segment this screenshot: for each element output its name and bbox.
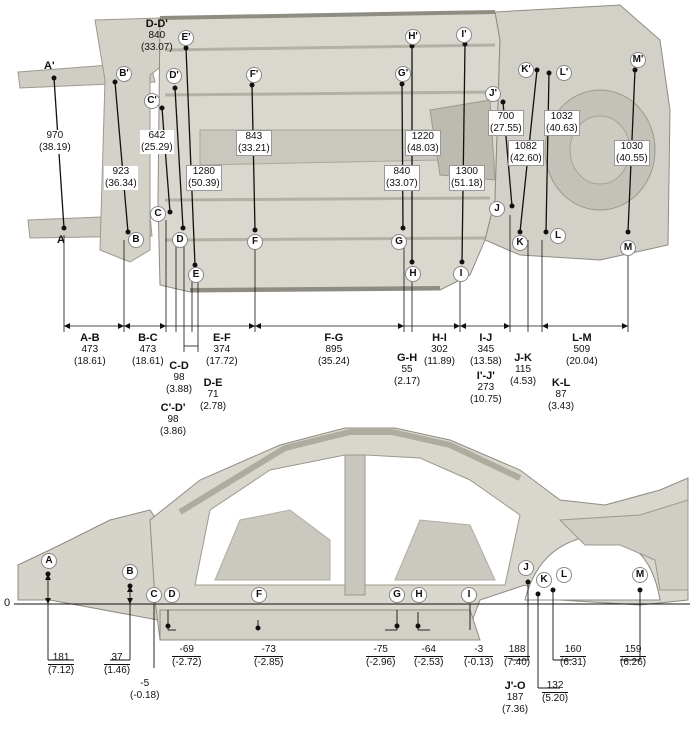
diag-bb-value: 923(36.34): [104, 166, 138, 190]
point-d: D: [172, 232, 188, 248]
point-k: K: [512, 235, 528, 251]
point-e: E: [188, 267, 204, 283]
diag-ll-value: 1032(40.63): [544, 110, 580, 136]
diag-gg-value: 840(33.07): [384, 165, 420, 191]
side-point-j: J: [518, 560, 534, 576]
seg-cp-dp: C'-D'98(3.86): [160, 402, 187, 437]
dimension-arrows: [64, 323, 628, 329]
diag-hh-value: 1220(48.03): [405, 130, 441, 156]
zero-label: 0: [4, 597, 11, 609]
point-f-prime: F': [246, 67, 262, 83]
side-point-m: M: [632, 567, 648, 583]
point-m: M: [620, 240, 636, 256]
point-j-prime: J': [485, 86, 501, 102]
height-a: 181(7.12): [48, 652, 75, 676]
side-point-i: I: [461, 587, 477, 603]
body-side-view: [17, 427, 689, 641]
diag-aa-value: 970(38.19): [38, 130, 72, 154]
diag-kk-value: 1082(42.60): [508, 140, 544, 166]
height-b: 37(1.46): [104, 652, 131, 676]
point-b: B: [128, 232, 144, 248]
point-l: L: [550, 228, 566, 244]
drop-lines: [63, 215, 629, 352]
side-point-k: K: [536, 572, 552, 588]
height-j: 188(7.40): [504, 644, 531, 668]
point-g-prime: G': [395, 66, 411, 82]
side-point-d: D: [164, 587, 180, 603]
point-a: A: [57, 234, 65, 246]
point-k-prime: K': [518, 62, 534, 78]
point-c: C: [150, 206, 166, 222]
height-leaders: [47, 574, 641, 689]
point-b-prime: B': [116, 66, 132, 82]
height-k: 132(5.20): [542, 680, 569, 704]
diag-cc-value: 642(25.29): [140, 130, 174, 154]
height-c: -5(-0.18): [130, 678, 160, 701]
seg-ip-jp: I'-J'273(10.75): [470, 370, 502, 405]
side-point-l: L: [556, 567, 572, 583]
side-point-g: G: [389, 587, 405, 603]
diag-ff-value: 843(33.21): [236, 130, 272, 156]
point-g: G: [391, 234, 407, 250]
height-markers: [45, 571, 643, 631]
side-point-b: B: [122, 564, 138, 580]
diag-mm-value: 1030(40.55): [614, 140, 650, 166]
diag-jj-value: 700(27.55): [488, 110, 524, 136]
height-i: -3(-0.13): [464, 644, 494, 668]
point-h: H: [405, 266, 421, 282]
diag-dd-value: D-D'840(33.07): [141, 18, 173, 53]
point-c-prime: C': [144, 93, 160, 109]
side-point-f: F: [251, 587, 267, 603]
height-d: -69(-2.72): [172, 644, 202, 668]
dimension-row: [64, 325, 628, 347]
point-i: I: [453, 266, 469, 282]
endpoint-dots: [51, 41, 638, 268]
point-m-prime: M': [630, 52, 646, 68]
point-d-prime: D': [166, 68, 182, 84]
height-g: -75(-2.96): [366, 644, 396, 668]
diag-ee-value: 1280(50.39): [186, 165, 222, 191]
point-a-prime: A': [44, 60, 55, 72]
point-e-prime: E': [178, 30, 194, 46]
height-h: -64(-2.53): [414, 644, 444, 668]
height-f: -73(-2.85): [254, 644, 284, 668]
diag-ii-value: 1300(51.18): [449, 165, 485, 191]
side-point-a: A: [41, 553, 57, 569]
point-h-prime: H': [405, 29, 421, 45]
side-point-c: C: [146, 587, 162, 603]
point-i-prime: I': [456, 27, 472, 43]
height-l: 160(6.31): [560, 644, 587, 668]
side-point-h: H: [411, 587, 427, 603]
point-f: F: [247, 234, 263, 250]
point-j: J: [489, 201, 505, 217]
point-l-prime: L': [556, 65, 572, 81]
underbody-top-view: [17, 4, 671, 293]
height-m: 159(6.26): [620, 644, 647, 668]
